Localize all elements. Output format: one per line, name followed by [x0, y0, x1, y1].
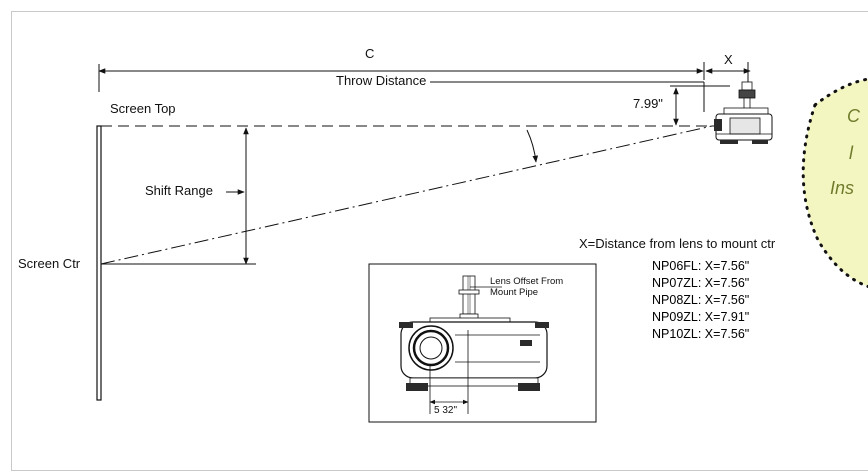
c-label: C: [365, 46, 375, 61]
screen: [96, 125, 102, 401]
x-label: X: [724, 52, 733, 67]
lens-centerline: [100, 125, 713, 265]
sticky-note-line: l: [849, 143, 853, 163]
model-entry: NP10ZL: X=7.56": [652, 327, 750, 341]
projector-side-view: [714, 81, 773, 144]
model-list: NP06FL: X=7.56" NP07ZL: X=7.56" NP08ZL: …: [652, 258, 749, 343]
projection-angle-arc: [526, 129, 539, 163]
shift-range-label: Shift Range: [145, 183, 213, 198]
throw-distance-label: Throw Distance: [336, 73, 427, 88]
sticky-note-line: C: [847, 106, 860, 126]
inset-caption: Lens Offset From Mount Pipe: [490, 276, 564, 298]
sticky-note-line: Ins: [830, 178, 855, 198]
offset-value-label: 7.99": [633, 96, 663, 111]
screen-top-label: Screen Top: [110, 101, 176, 116]
model-entry: NP09ZL: X=7.91": [652, 310, 750, 324]
x-definition-label: X=Distance from lens to mount ctr: [579, 236, 776, 251]
inset-dimension-label: 5 32": [434, 405, 458, 416]
inset-projector-front: [399, 275, 549, 414]
throw-distance-diagram: [96, 62, 868, 423]
screen-ctr-label: Screen Ctr: [18, 256, 81, 271]
model-entry: NP06FL: X=7.56": [652, 259, 750, 273]
model-entry: NP08ZL: X=7.56": [652, 293, 750, 307]
sticky-note: [801, 77, 868, 288]
model-entry: NP07ZL: X=7.56": [652, 276, 750, 290]
